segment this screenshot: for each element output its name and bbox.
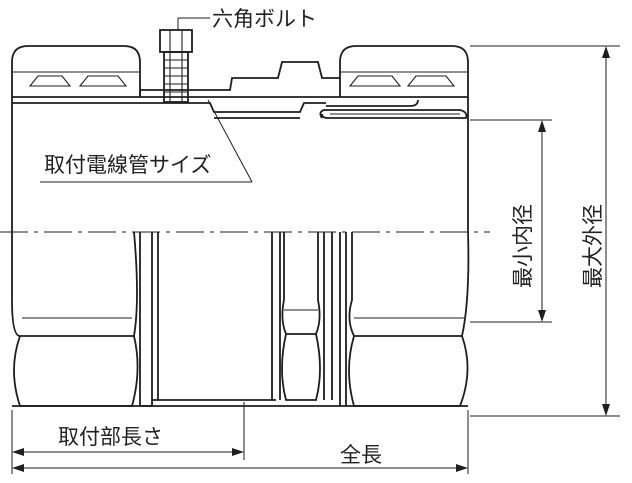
- right-nut-bottom: [348, 231, 470, 407]
- middle-hex-nut: [281, 232, 321, 401]
- conduit-size-leader: [40, 99, 253, 183]
- max-outer-diameter-label: 最大外径: [581, 204, 605, 288]
- max-outer-diameter-dimension: [470, 45, 620, 417]
- total-length-label: 全長: [340, 443, 382, 467]
- mounting-length-dimension: [11, 402, 245, 474]
- left-nut-bottom: [11, 231, 139, 407]
- mounting-length-label: 取付部長さ: [58, 425, 163, 449]
- hex-bolt-leader: [177, 17, 210, 30]
- right-sleeve: [323, 232, 347, 406]
- conduit-size-label: 取付電線管サイズ: [44, 153, 211, 177]
- hex-bolt-label: 六角ボルト: [212, 7, 317, 31]
- total-length-dimension: [12, 410, 469, 474]
- fitting-body: [11, 61, 469, 232]
- min-inner-diameter-dimension: [470, 119, 552, 323]
- center-sleeve: [139, 232, 281, 407]
- left-nut-top: [11, 45, 141, 97]
- right-nut-top: [339, 45, 469, 97]
- hex-bolt-icon: [159, 29, 193, 103]
- min-inner-diameter-label: 最小内径: [511, 204, 535, 288]
